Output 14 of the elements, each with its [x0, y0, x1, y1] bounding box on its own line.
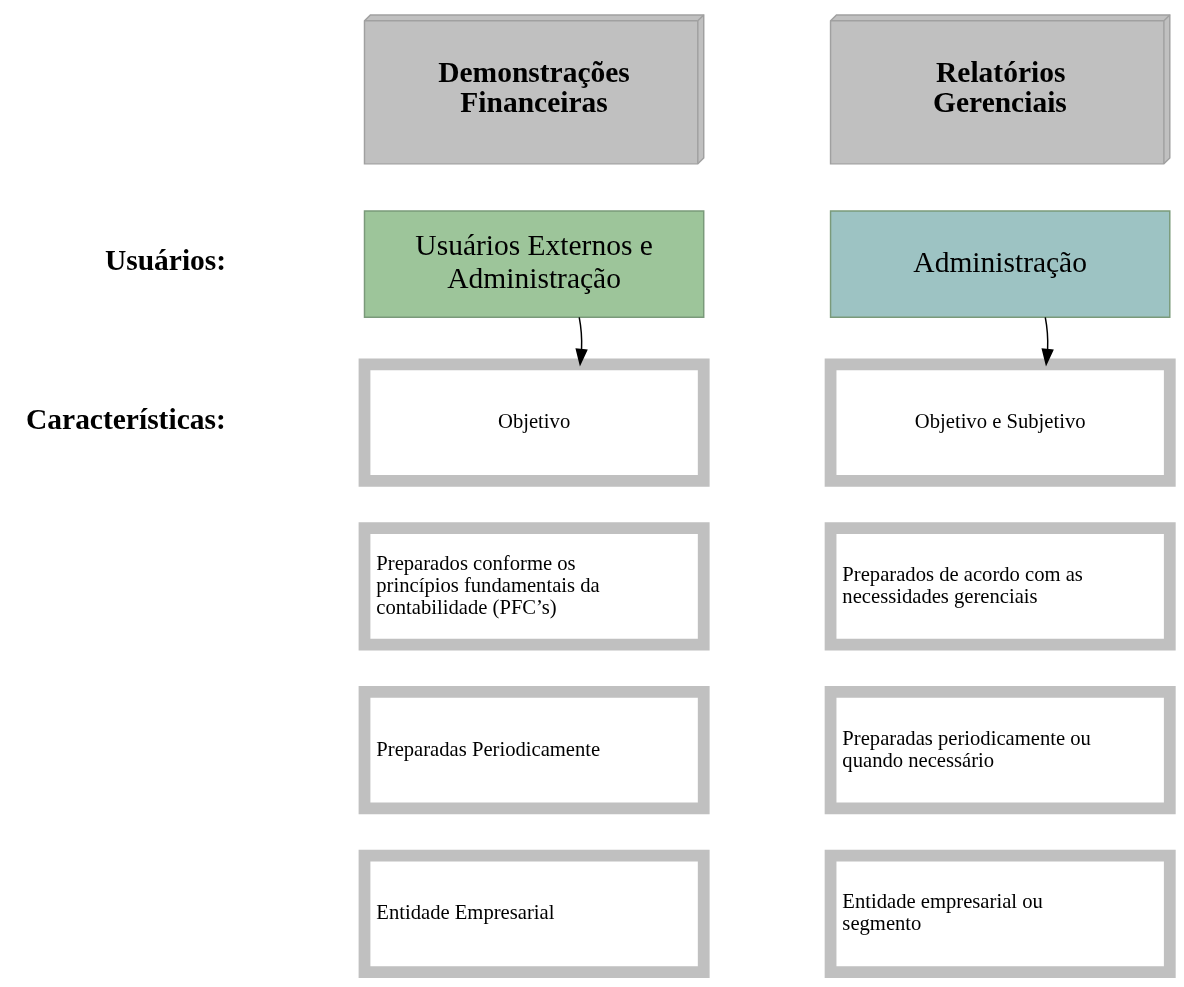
node-box: Objetivo [358, 358, 710, 487]
node-box: Administração [829, 210, 1171, 318]
node-box: Preparadas Periodicamente [358, 685, 710, 815]
arrow [1041, 316, 1054, 367]
arrow [575, 316, 588, 367]
node-box: Usuários Externos e Administração [363, 210, 705, 318]
node-box: Entidade Empresarial [358, 849, 710, 978]
node-box: Preparados conforme os princípios fundamentais da contabilidade (PFC’s) [358, 522, 710, 651]
node-box: Preparadas periodicamente ou quando necessário [824, 685, 1176, 815]
label: Características: [26, 402, 226, 435]
node-box: Objetivo e Subjetivo [824, 358, 1176, 487]
node-box: Preparados de acordo com as necessidades gerenciais [824, 522, 1176, 651]
node-box: Entidade empresarial ou segmento [824, 849, 1176, 978]
label: Usuários: [104, 244, 227, 277]
